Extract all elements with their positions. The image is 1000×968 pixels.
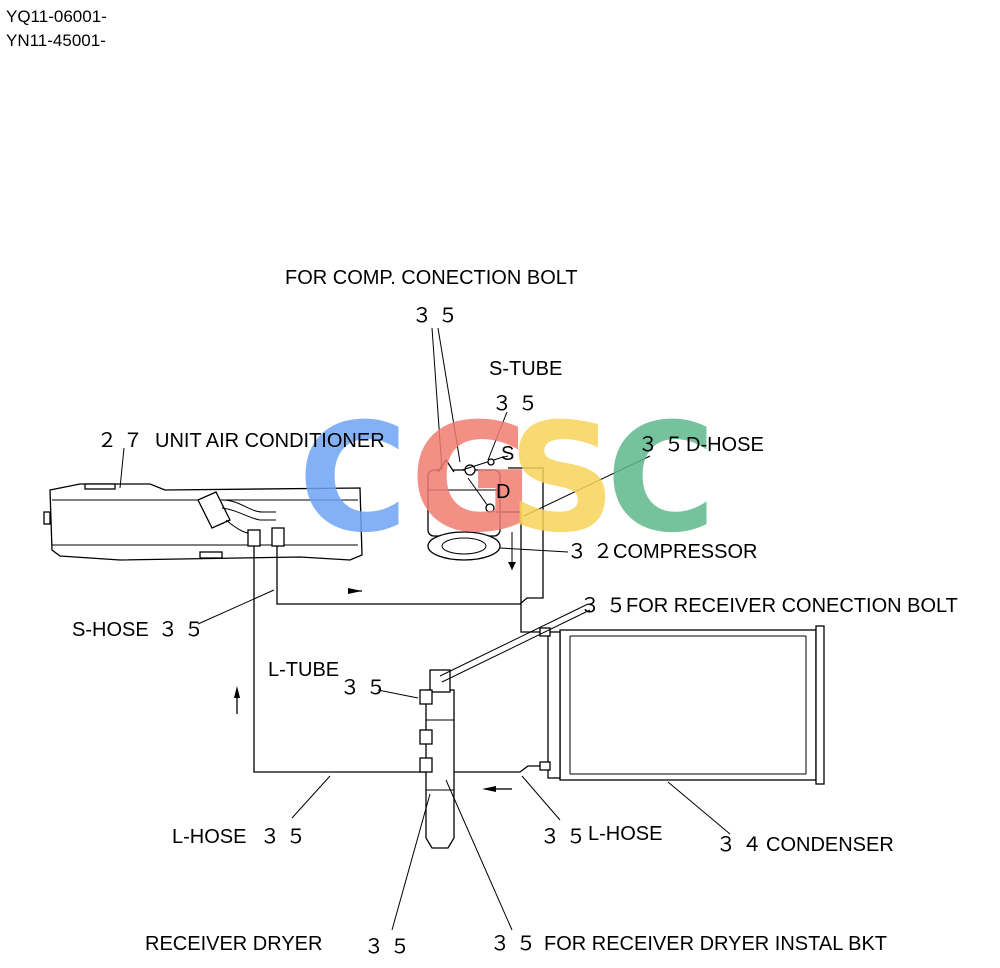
- receiver-dryer-number: ３５: [364, 934, 416, 958]
- s-hose-label: S-HOSE: [72, 619, 149, 641]
- dryer-bkt-label: FOR RECEIVER DRYER INSTAL BKT: [544, 933, 887, 955]
- comp-bolt-number: ３５: [412, 303, 464, 327]
- receiver-bolt-number: ３５: [580, 593, 632, 617]
- cgsc-watermark: C G S C: [298, 392, 716, 566]
- compressor-label: COMPRESSOR: [613, 541, 757, 563]
- l-hose-right-number: ３５: [540, 824, 592, 848]
- model-number-1: YQ11-06001-: [6, 7, 107, 26]
- l-hose-right-label: L-HOSE: [588, 823, 662, 845]
- l-hose-left-number: ３５: [260, 824, 312, 848]
- dryer-bkt-number: ３５: [490, 931, 542, 955]
- s-tube-number: ３５: [492, 391, 544, 415]
- watermark-letter-c2: C: [606, 392, 716, 566]
- receiver-dryer-label: RECEIVER DRYER: [145, 933, 322, 955]
- d-port-mark: D: [496, 481, 510, 503]
- s-tube-label: S-TUBE: [489, 358, 562, 380]
- condenser-number: ３４: [716, 832, 768, 856]
- model-number-2: YN11-45001-: [6, 31, 106, 50]
- receiver-bolt-label: FOR RECEIVER CONECTION BOLT: [626, 595, 958, 617]
- l-tube-number: ３５: [340, 675, 392, 699]
- unit-number: ２７: [97, 428, 149, 452]
- s-hose-number: ３５: [158, 617, 210, 641]
- compressor: [427, 455, 516, 570]
- s-port-mark: S: [501, 443, 514, 465]
- condenser-label: CONDENSER: [766, 834, 894, 856]
- l-tube-label: L-TUBE: [268, 659, 339, 681]
- compressor-number: ３２: [567, 539, 619, 563]
- condenser: [539, 625, 825, 785]
- unit-air-conditioner: [43, 483, 363, 561]
- watermark-letter-s: S: [508, 392, 616, 566]
- leader-lines: [119, 327, 731, 931]
- d-hose-label: D-HOSE: [686, 434, 764, 456]
- unit-air-conditioner-label: UNIT AIR CONDITIONER: [155, 430, 385, 452]
- l-hose-left-label: L-HOSE: [172, 826, 246, 848]
- refrigerant-lines: [234, 467, 549, 792]
- watermark-letter-c1: C: [298, 392, 408, 566]
- d-hose-number: ３５: [638, 432, 690, 456]
- receiver-dryer: [419, 669, 455, 849]
- watermark-letter-g: G: [410, 392, 533, 566]
- comp-bolt-title: FOR COMP. CONECTION BOLT: [285, 267, 578, 289]
